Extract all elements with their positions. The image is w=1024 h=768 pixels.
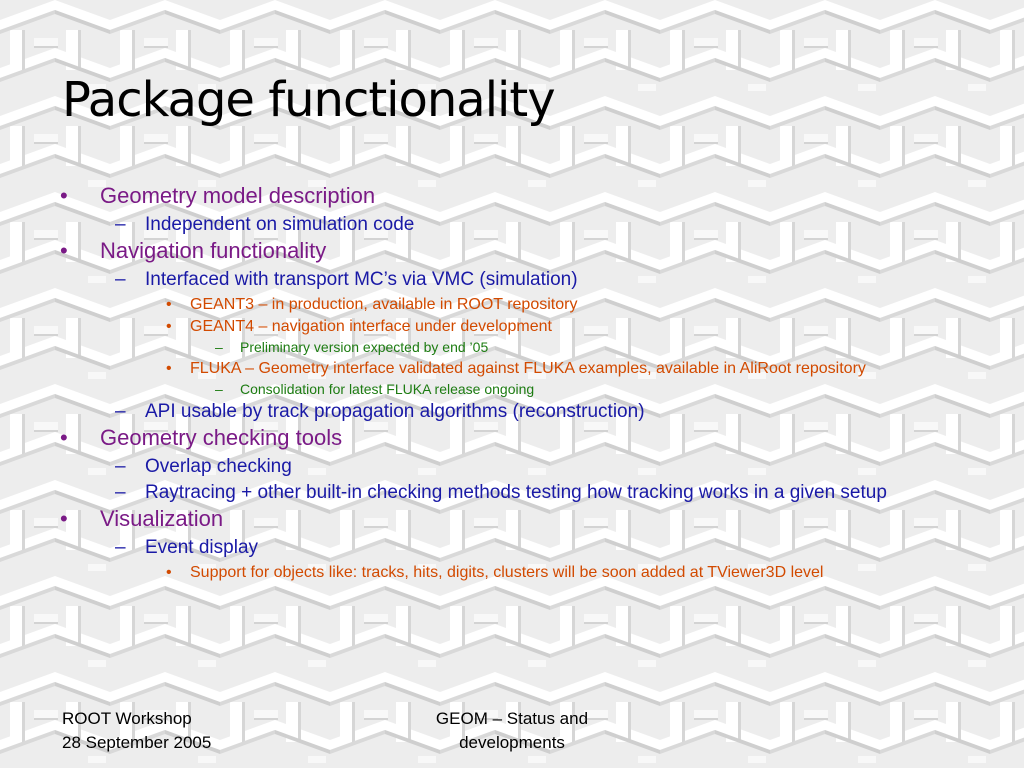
bullet-marker: – — [115, 482, 126, 503]
bullet-level1: • Geometry model description — [60, 182, 960, 210]
bullet-level1: • Visualization — [60, 505, 960, 533]
bullet-text: Raytracing + other built-in checking met… — [145, 482, 887, 503]
bullet-marker: – — [215, 381, 223, 397]
bullet-level3: • Support for objects like: tracks, hits,… — [60, 564, 960, 581]
bullet-text: Consolidation for latest FLUKA release o… — [240, 381, 535, 397]
bullet-marker: • — [166, 564, 172, 581]
bullet-list: •Geometry model description–Independent … — [60, 181, 960, 581]
bullet-level2: –Interfaced with transport MC’s via VMC … — [60, 268, 960, 291]
bullet-text: Interfaced with transport MC’s via VMC (… — [145, 269, 578, 290]
footer-date: 28 September 2005 — [62, 733, 212, 752]
bullet-marker: • — [60, 238, 68, 263]
bullet-level2: –Overlap checking — [60, 455, 960, 478]
bullet-marker: • — [60, 183, 68, 208]
bullet-marker: • — [166, 296, 172, 313]
footer-center: GEOM – Status and developments — [412, 707, 612, 755]
bullet-marker: – — [115, 214, 126, 235]
bullet-marker: • — [166, 360, 172, 377]
bullet-text: Preliminary version expected by end ’05 — [240, 339, 489, 355]
bullet-level2: –Independent on simulation code — [60, 213, 960, 236]
bullet-text: FLUKA – Geometry interface validated aga… — [190, 360, 866, 377]
bullet-level2: –Event display — [60, 536, 960, 559]
bullet-level2: –API usable by track propagation algorit… — [60, 400, 960, 423]
bullet-marker: • — [60, 506, 68, 531]
bullet-level4: – Consolidation for latest FLUKA release … — [60, 381, 960, 397]
bullet-text: Event display — [145, 537, 259, 558]
bullet-marker: – — [115, 537, 126, 558]
bullet-text: GEANT4 – navigation interface under deve… — [190, 318, 552, 335]
footer-talk-title-line1: GEOM – Status and — [435, 709, 589, 728]
bullet-text: Geometry checking tools — [100, 425, 343, 450]
footer-left: ROOT Workshop 28 September 2005 — [62, 707, 211, 755]
bullet-marker: – — [115, 456, 126, 477]
bullet-level3: • GEANT4 – navigation interface under dev… — [60, 318, 960, 335]
bullet-text: Visualization — [100, 506, 224, 531]
bullet-level2: –Raytracing + other built-in checking me… — [60, 481, 960, 504]
bullet-level1: • Navigation functionality — [60, 237, 960, 265]
bullet-marker: • — [166, 318, 172, 335]
footer-event: ROOT Workshop — [62, 709, 192, 728]
bullet-text: Geometry model description — [100, 183, 376, 208]
bullet-level3: • FLUKA – Geometry interface validated ag… — [60, 360, 960, 377]
bullet-text: Independent on simulation code — [145, 214, 415, 235]
bullet-level4: – Preliminary version expected by end ’05 — [60, 339, 960, 355]
bullet-text: Navigation functionality — [100, 238, 327, 263]
bullet-marker: • — [60, 425, 68, 450]
bullet-marker: – — [115, 269, 126, 290]
bullet-text: Support for objects like: tracks, hits, … — [190, 564, 824, 581]
bullet-text: Overlap checking — [145, 456, 292, 477]
footer-talk-title-line2: developments — [459, 733, 565, 752]
bullet-level3: • GEANT3 – in production, available in RO… — [60, 296, 960, 313]
bullet-marker: – — [215, 339, 223, 355]
bullet-marker: – — [115, 401, 126, 422]
bullet-level1: • Geometry checking tools — [60, 424, 960, 452]
bullet-text: GEANT3 – in production, available in ROO… — [190, 296, 578, 313]
bullet-text: API usable by track propagation algorith… — [145, 401, 645, 422]
slide-title: Package functionality — [62, 72, 556, 128]
